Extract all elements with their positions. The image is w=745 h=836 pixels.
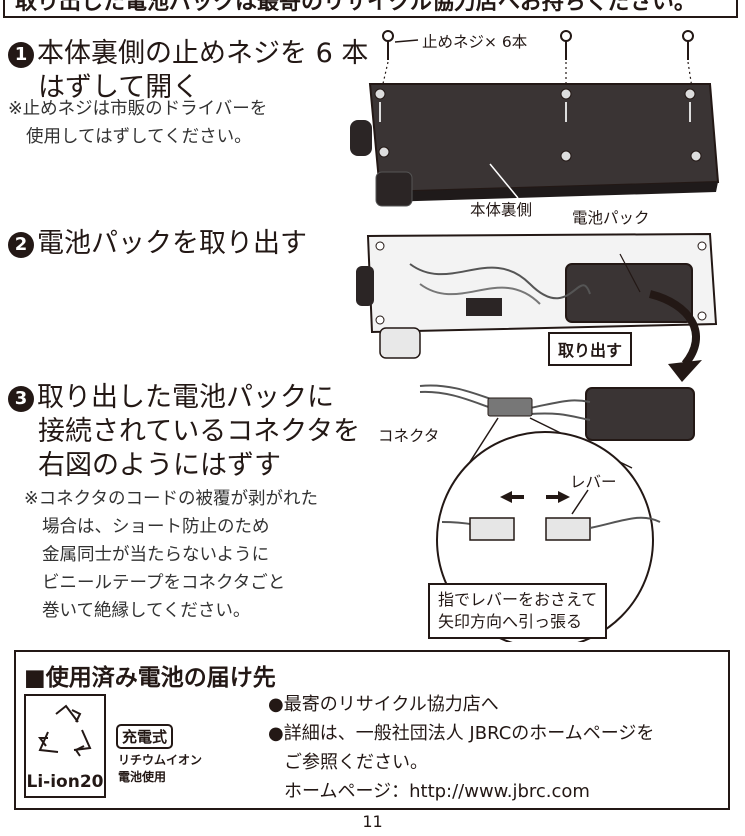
step1-title-text: 本体裏側の止めネジを 6 本 <box>37 38 369 69</box>
connector-label: コネクタ <box>378 427 440 445</box>
step3-title-text: 取り出した電池パックに <box>37 382 334 413</box>
step3-note-line2: 場合は、ショート防止のため <box>42 517 270 537</box>
step1-title-line2: はずして開く <box>38 72 200 103</box>
step3-note-line4: ビニールテープをコネクタごと <box>42 573 286 593</box>
lever-label: レバー <box>570 473 617 491</box>
badge-sub-line1: リチウムイオン <box>118 753 203 767</box>
step3-note-line3: 金属同士が当たらないように <box>42 545 270 565</box>
recycle-icon <box>38 704 92 757</box>
recycle-logo: Li-ion20 <box>24 694 106 798</box>
step3-title-line3: 右図のようにはずす <box>38 450 281 481</box>
remove-label: 取り出す <box>548 332 633 366</box>
step1-note-line2: 使用してはずしてください。 <box>26 127 252 147</box>
body-back-label: 本体裏側 <box>470 201 533 219</box>
recycle-title: ■使用済み電池の届け先 <box>24 665 276 691</box>
screw-label: 止めネジ× 6本 <box>422 33 528 51</box>
logo-text: Li-ion20 <box>26 772 104 792</box>
callout-line1: 指でレバーをおさえて <box>438 590 598 609</box>
device-back-illustration <box>350 30 720 207</box>
instruction-callout: 指でレバーをおさえて 矢印方向へ引っ張る <box>428 583 608 639</box>
callout-line2: 矢印方向へ引っ張る <box>438 612 583 631</box>
page-number: 11 <box>362 812 383 831</box>
step2-title-text: 電池パックを取り出す <box>37 228 307 259</box>
step1-note-line1: ※止めネジは市販のドライバーを <box>8 99 268 119</box>
step1-number: 1 <box>8 42 34 68</box>
banner: 取り出した電池パックは最寄のリサイクル協力店へお持ちください。 <box>3 0 738 18</box>
step3-number: 3 <box>8 386 34 412</box>
badge-sub-line2: 電池使用 <box>118 770 167 784</box>
step3-note-line5: 巻いて絶縁してください。 <box>42 601 251 621</box>
step3-title-line2: 接続されているコネクタを <box>38 416 361 447</box>
recycle-box <box>14 650 730 810</box>
recycle-homepage: ホームページ：http://www.jbrc.com <box>284 781 590 802</box>
recycle-line1: ●最寄のリサイクル協力店へ <box>268 694 499 715</box>
device-open-illustration <box>356 232 718 382</box>
step2-number: 2 <box>8 232 34 258</box>
recycle-line3: ご参照ください。 <box>284 752 428 773</box>
step3-note-line1: ※コネクタのコードの被覆が剥がれた <box>24 489 318 509</box>
rechargeable-badge: 充電式 <box>116 724 174 749</box>
recycle-line2: ●詳細は、一般社団法人 JBRCのホームページを <box>268 723 655 744</box>
screw-icon <box>382 30 694 60</box>
battery-pack-label: 電池パック <box>572 209 650 227</box>
